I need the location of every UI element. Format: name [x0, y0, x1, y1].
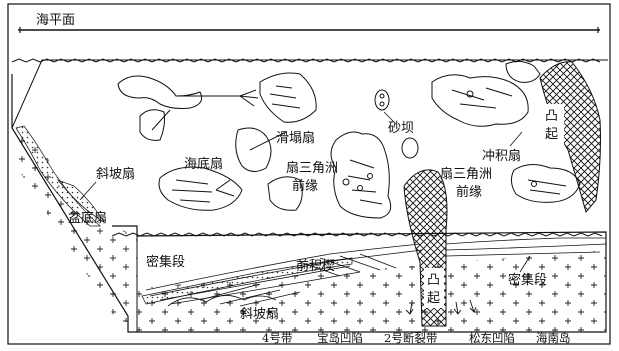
- fan-delta-right: [431, 60, 581, 203]
- fan-delta-right-label-2: 前缘: [456, 184, 482, 200]
- caption-hainan-island: 海南岛: [536, 331, 571, 345]
- slope-fan-upper-label: 斜坡扇: [96, 166, 135, 182]
- sand-bar: [374, 89, 419, 159]
- alluvial-fan-label: 冲积扇: [482, 148, 521, 164]
- upper-sequence-boundary: [11, 58, 601, 63]
- slope-fan-lower-label: 斜坡扇: [240, 306, 279, 322]
- progradational-wedge-label: 前积楔: [296, 258, 335, 274]
- outer-frame: [7, 3, 611, 345]
- uplift-lower-text-2: 起: [427, 291, 440, 306]
- sea-level-label: 海平面: [36, 13, 75, 28]
- fan-delta-middle-label-1: 扇三角洲: [286, 160, 338, 176]
- condensed-right-label: 密集段: [508, 272, 547, 288]
- submarine-fan-label: 海底扇: [184, 156, 223, 172]
- caption-baodao-sag: 宝岛凹陷: [317, 331, 363, 345]
- basement-lower: [137, 250, 606, 332]
- caption-songdong-sag: 松东凹陷: [469, 331, 515, 345]
- fan-delta-middle-label-2: 前缘: [292, 178, 318, 194]
- basin-floor-fan-label: 盆底扇: [68, 210, 107, 226]
- slope-fan-upper-body: [15, 125, 101, 227]
- uplift-lower-text-1: 凸: [427, 273, 440, 288]
- slump-fan-lobes: [117, 72, 317, 141]
- slope-fan-lower-body: [141, 257, 353, 305]
- flow-arrows: [405, 299, 477, 315]
- condensed-left-label: 密集段: [146, 254, 185, 270]
- submarine-fan-lobes: [158, 127, 303, 211]
- uplift-upper: [539, 61, 601, 214]
- uplift-upper-text-2: 起: [545, 127, 558, 142]
- fan-delta-middle: [330, 131, 392, 219]
- slump-fan-label: 滑塌扇: [276, 130, 315, 146]
- basement-left: [12, 128, 128, 322]
- caption-zone-4: 4号带: [262, 331, 292, 345]
- uplift-upper-text-1: 凸: [545, 109, 558, 124]
- caption-row: 4号带 宝岛凹陷 2号断裂带 松东凹陷 海南岛: [262, 331, 571, 345]
- sand-bar-label: 砂坝: [388, 121, 414, 136]
- fan-delta-right-label-1: 扇三角洲: [440, 166, 492, 182]
- caption-fault-zone-2: 2号断裂带: [384, 331, 437, 345]
